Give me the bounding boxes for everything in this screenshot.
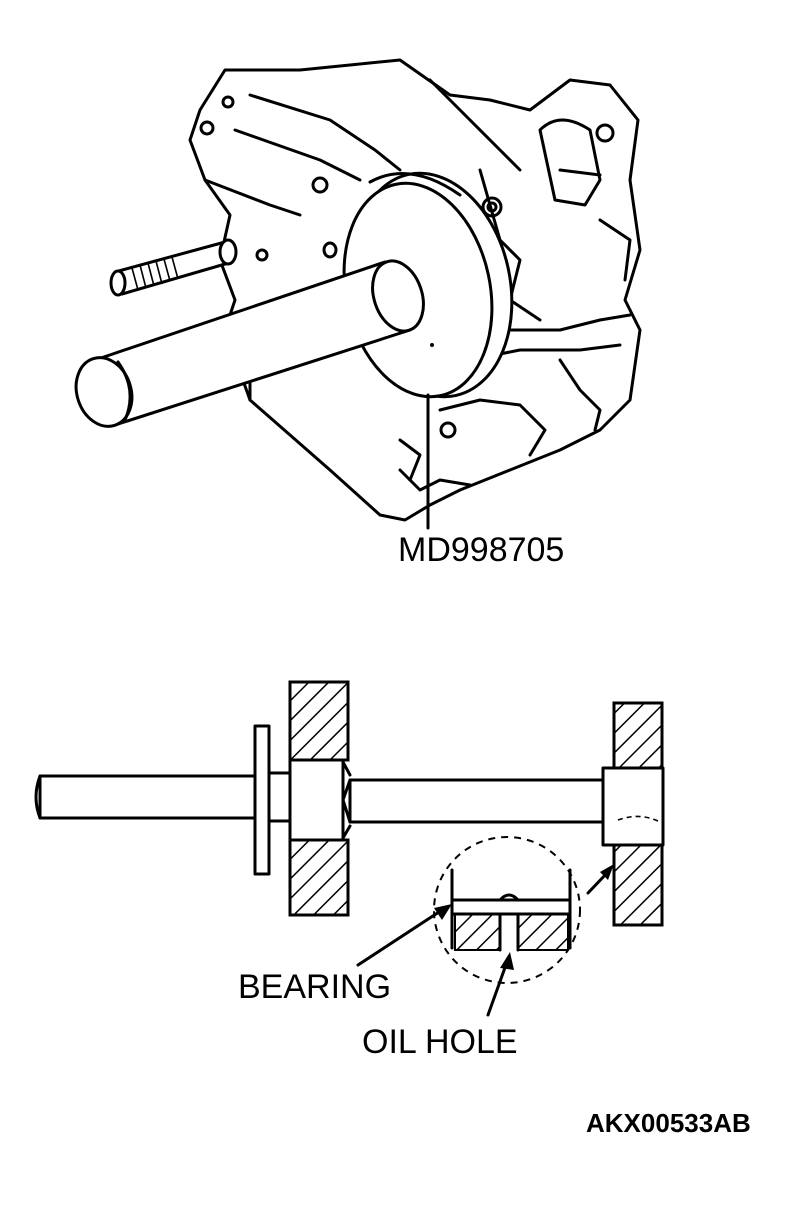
special-tool-md998705 <box>74 171 514 530</box>
stud-bolt <box>109 238 238 297</box>
oil-hole-label: OIL HOLE <box>362 1023 518 1061</box>
bearing-cross-section <box>34 680 665 1017</box>
tool-label: MD998705 <box>398 531 565 569</box>
figure-code-label: AKX00533AB <box>586 1108 751 1138</box>
bearing-label: BEARING <box>238 968 392 1006</box>
